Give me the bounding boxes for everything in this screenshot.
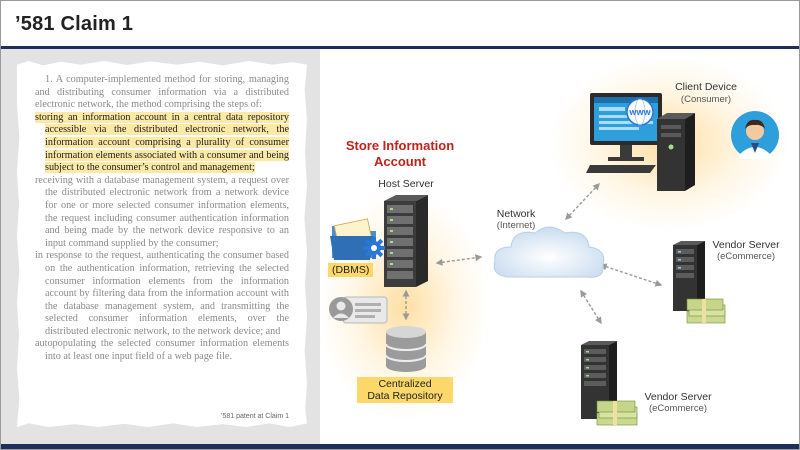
claim-step-receiving: receiving with a database management sys… — [35, 174, 289, 249]
gear-icon — [363, 237, 385, 259]
repository-label-line2: Data Repository — [367, 390, 443, 402]
title-rule — [1, 46, 799, 49]
claim-step-storing: storing an information account in a cent… — [35, 111, 289, 175]
vendor1-label: Vendor Server — [712, 239, 780, 251]
person-icon — [731, 111, 779, 159]
document-panel: 1. A computer-implemented method for sto… — [1, 49, 320, 444]
network-sublabel: (Internet) — [496, 220, 536, 231]
network-label: Network — [496, 208, 536, 220]
claim-document: 1. A computer-implemented method for sto… — [17, 61, 307, 427]
network-client-arrow — [565, 182, 600, 221]
repository-label: Centralized Data Repository — [357, 377, 453, 403]
claim-lead: 1. A computer-implemented method for sto… — [35, 74, 289, 111]
dbms-label: (DBMS) — [328, 263, 374, 277]
vendor2-server-icon — [581, 341, 617, 419]
money-icon — [686, 298, 726, 324]
vendor2-sublabel: (eCommerce) — [648, 403, 708, 414]
server-icon — [384, 195, 428, 287]
vendor2-label: Vendor Server — [644, 391, 712, 403]
client-device-sublabel: (Consumer) — [680, 94, 732, 105]
claim-highlight: storing an information account in a cent… — [35, 111, 289, 174]
document-caption: ’581 patent at Claim 1 — [220, 413, 289, 420]
tower-icon — [657, 113, 695, 191]
host-server-label: Host Server — [378, 178, 434, 190]
vendor1-server-icon — [673, 241, 705, 311]
database-icon — [385, 326, 427, 372]
vendor1-sublabel: (eCommerce) — [716, 251, 776, 262]
money-icon-2 — [596, 400, 638, 426]
network-vendor2-arrow — [580, 289, 602, 325]
claim-step-autopopulating: autopopulating the selected consumer inf… — [35, 338, 289, 363]
claim-text: 1. A computer-implemented method for sto… — [35, 74, 289, 364]
client-device-label: Client Device — [675, 81, 737, 93]
profile-card-icon — [329, 296, 388, 324]
www-icon: WWW — [626, 98, 654, 126]
repository-label-line1: Centralized — [378, 378, 432, 390]
slide-title: ’581 Claim 1 — [15, 13, 134, 35]
host-network-arrow — [435, 254, 483, 266]
claim-step-authenticating: in response to the request, authenticati… — [35, 250, 289, 337]
network-vendor1-arrow — [599, 263, 663, 287]
www-text: WWW — [629, 108, 651, 117]
footer-rule — [1, 444, 799, 449]
store-information-account-label: Store Information Account — [345, 138, 455, 169]
cloud-icon — [493, 226, 605, 278]
